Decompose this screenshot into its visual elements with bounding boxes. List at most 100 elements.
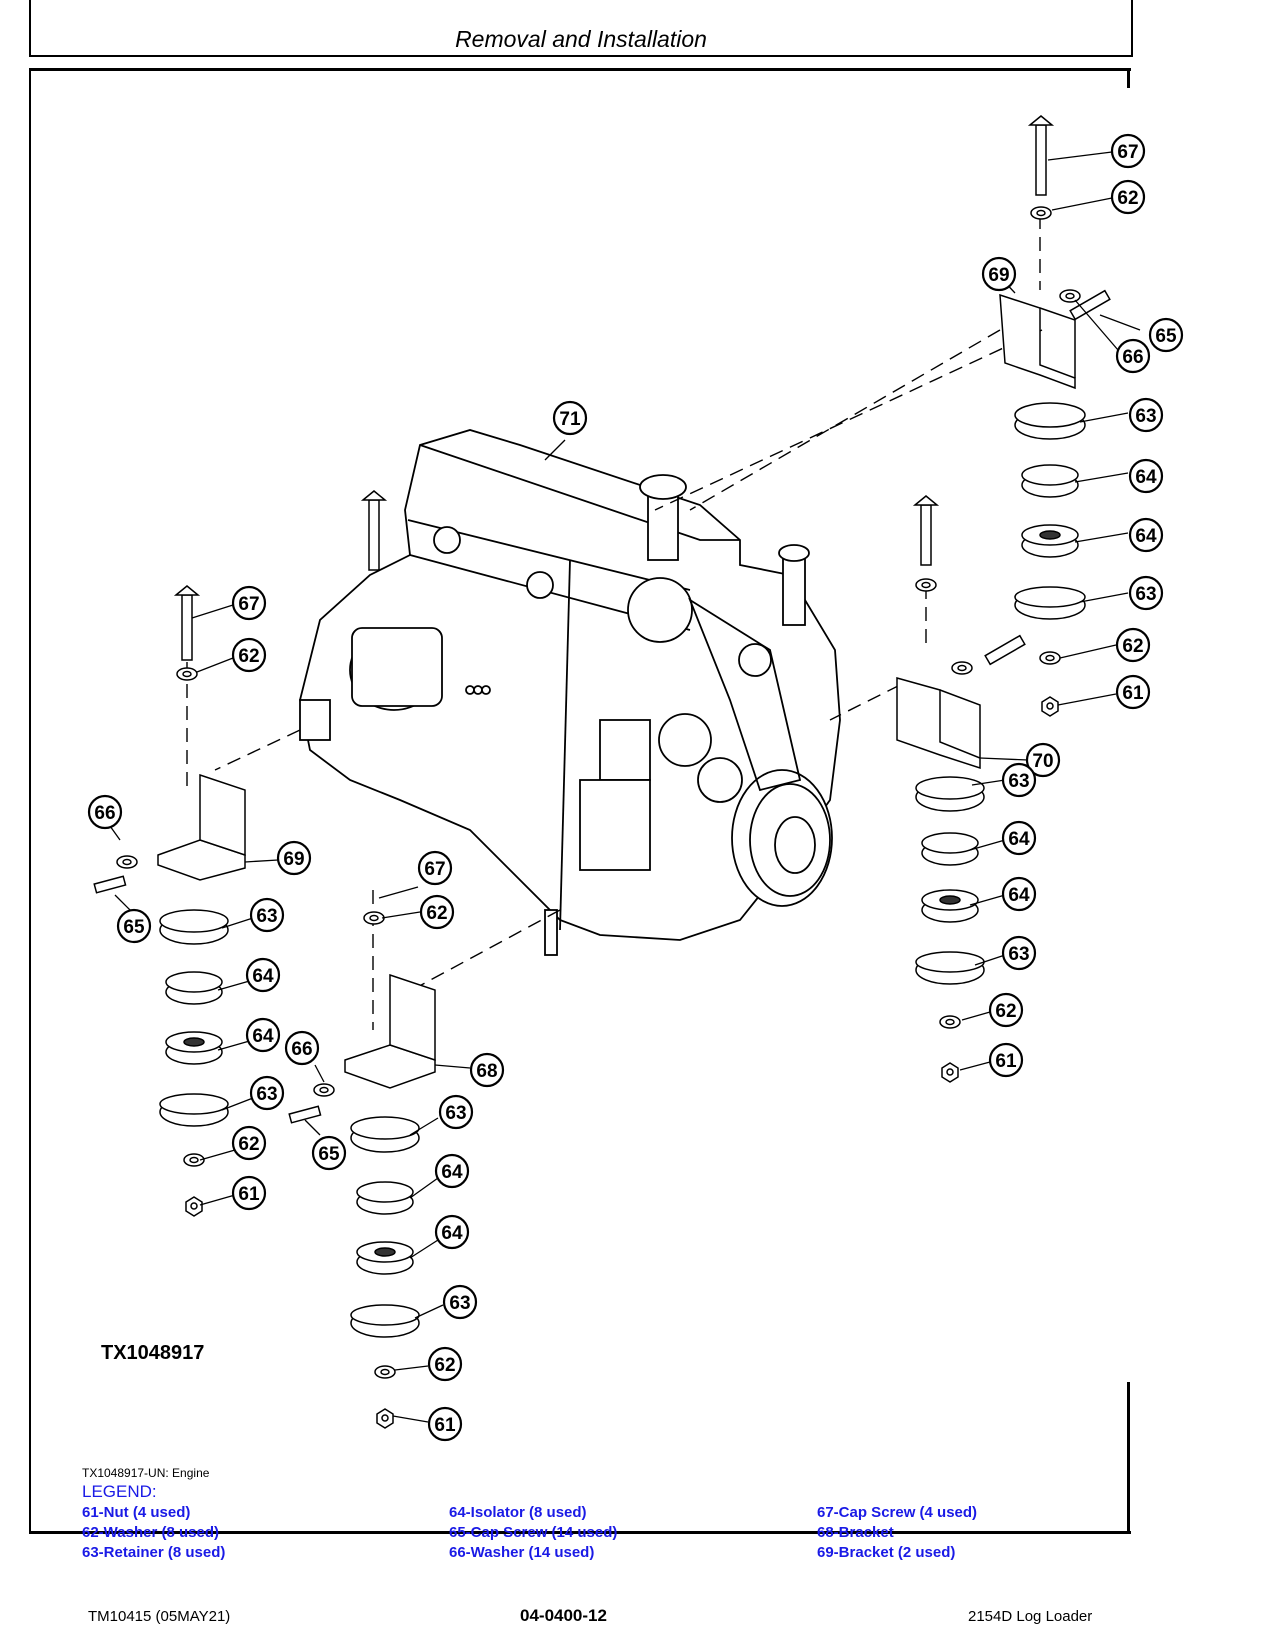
callout-62-center: 62 [419,894,455,930]
svg-text:68: 68 [476,1061,497,1082]
callout-62-center-right: 62 [988,992,1024,1028]
callout-66-right: 66 [1115,338,1151,374]
svg-text:62: 62 [1122,636,1143,657]
svg-text:63: 63 [1008,771,1029,792]
svg-text:62: 62 [238,1134,259,1155]
svg-text:67: 67 [238,594,259,615]
callout-63-center-b: 63 [442,1284,478,1320]
svg-text:71: 71 [559,409,581,430]
callout-62-center-b: 62 [427,1346,463,1382]
svg-text:66: 66 [94,803,115,824]
center-left-mount-stack [288,490,436,1429]
callout-69-left: 69 [276,840,312,876]
svg-text:64: 64 [252,966,274,987]
svg-text:61: 61 [434,1415,456,1436]
svg-text:64: 64 [1135,467,1157,488]
legend-item-63: 63-Retainer (8 used) [82,1544,226,1561]
callout-65-center: 65 [311,1135,347,1171]
callout-63-center-right-a: 63 [1001,762,1037,798]
svg-text:67: 67 [424,859,445,880]
callout-71: 71 [552,400,588,436]
alignment-lines [186,215,1043,1030]
svg-text:70: 70 [1032,751,1053,772]
frame-right-tick-top [1127,68,1130,88]
callout-70: 70 [1025,742,1061,778]
legend-item-64: 64-Isolator (8 used) [449,1504,587,1521]
svg-text:62: 62 [426,903,447,924]
leader-lines [109,151,1141,1423]
callout-62-left-b: 62 [231,1125,267,1161]
callout-64-center-right-a: 64 [1001,820,1037,856]
svg-text:64: 64 [441,1162,463,1183]
callout-64-left-b: 64 [245,1017,281,1053]
footer-page-number: 04-0400-12 [520,1606,607,1625]
svg-text:66: 66 [291,1039,312,1060]
callout-65-right: 65 [1148,317,1184,353]
callout-61-center-right: 61 [988,1042,1024,1078]
left-mount-stack [93,585,246,1217]
footer-manual-id: TM10415 (05MAY21) [88,1608,231,1625]
svg-text:64: 64 [441,1223,463,1244]
page-header: Removal and Installation [29,0,1133,57]
svg-text:63: 63 [256,1084,277,1105]
legend-title: LEGEND: [82,1482,157,1501]
callout-61-left: 61 [231,1175,267,1211]
callout-64-right-a: 64 [1128,458,1164,494]
callout-67-left: 67 [231,585,267,621]
callout-64-center-a: 64 [434,1153,470,1189]
svg-text:64: 64 [1008,829,1030,850]
svg-text:61: 61 [995,1051,1017,1072]
callout-66-left: 66 [87,794,123,830]
legend-item-66: 66-Washer (14 used) [449,1544,595,1561]
callout-64-center-right-b: 64 [1001,876,1037,912]
callout-69-right: 69 [981,256,1017,292]
svg-text:63: 63 [1135,584,1156,605]
legend-item-67: 67-Cap Screw (4 used) [817,1504,978,1521]
svg-text:66: 66 [1122,347,1143,368]
svg-text:63: 63 [1135,406,1156,427]
figure-frame [29,68,1131,1534]
figure-caption: TX1048917-UN: Engine [82,1466,210,1480]
callout-63-right-a: 63 [1128,397,1164,433]
svg-text:67: 67 [1117,142,1138,163]
callout-63-center-a: 63 [438,1094,474,1130]
legend-item-68: 68-Bracket [817,1524,894,1541]
svg-text:62: 62 [1117,188,1138,209]
svg-text:63: 63 [449,1293,470,1314]
svg-text:63: 63 [256,906,277,927]
callout-61-right: 61 [1115,674,1151,710]
svg-text:62: 62 [995,1001,1016,1022]
engine-illustration [299,429,841,956]
callout-63-left-a: 63 [249,897,285,933]
callout-markers: 67 62 69 65 66 63 64 64 63 62 61 71 70 6… [87,133,1184,1442]
callout-68: 68 [469,1052,505,1088]
legend-item-61: 61-Nut (4 used) [82,1504,191,1521]
svg-text:69: 69 [988,265,1009,286]
svg-text:64: 64 [1008,885,1030,906]
svg-text:64: 64 [1135,526,1157,547]
callout-62-right: 62 [1110,179,1146,215]
callout-67-right: 67 [1110,133,1146,169]
svg-text:62: 62 [238,646,259,667]
callout-63-left-b: 63 [249,1075,285,1111]
figure-id-label: TX1048917 [101,1342,205,1364]
svg-text:63: 63 [445,1103,466,1124]
svg-text:64: 64 [252,1026,274,1047]
svg-text:63: 63 [1008,944,1029,965]
svg-text:61: 61 [238,1184,260,1205]
frame-right-tick-bottom [1127,1382,1130,1531]
legend-item-62: 62-Washer (8 used) [82,1524,219,1541]
callout-64-right-b: 64 [1128,517,1164,553]
callout-62-right-b: 62 [1115,627,1151,663]
callout-63-right-b: 63 [1128,575,1164,611]
legend-item-69: 69-Bracket (2 used) [817,1544,956,1561]
svg-text:69: 69 [283,849,304,870]
header-title: Removal and Installation [455,26,707,52]
svg-text:61: 61 [1122,683,1144,704]
callout-67-center: 67 [417,850,453,886]
svg-text:65: 65 [123,917,145,938]
callout-63-center-right-b: 63 [1001,935,1037,971]
callout-61-center: 61 [427,1406,463,1442]
callout-65-left: 65 [116,908,152,944]
